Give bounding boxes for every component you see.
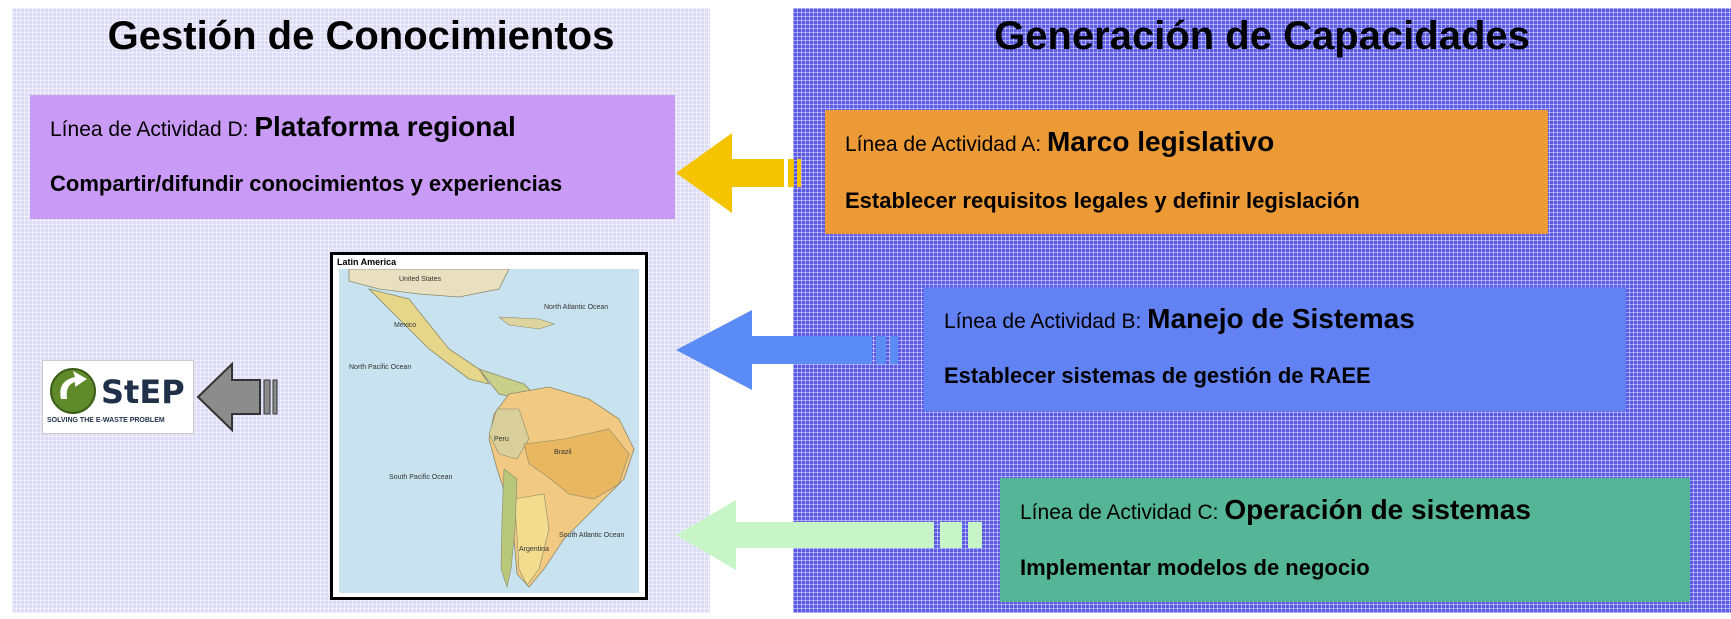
capacity-building-title: Generación de Capacidades <box>994 14 1530 58</box>
map-graphic: United States Mexico North Atlantic Ocea… <box>339 269 639 593</box>
map-label-brazil: Brazil <box>554 449 572 456</box>
activity-line-d-name: Plataforma regional <box>254 111 516 142</box>
activity-line-b-description: Establecer sistemas de gestión de RAEE <box>944 363 1371 388</box>
map-label-mexico: Mexico <box>394 322 416 329</box>
activity-line-d-prefix: Línea de Actividad D: <box>50 118 255 141</box>
map-label-north-pacific: North Pacific Ocean <box>349 364 411 371</box>
map-label-peru: Peru <box>494 436 509 443</box>
activity-line-d-box: Línea de Actividad D: Plataforma regiona… <box>30 95 675 219</box>
step-logo-tagline: SOLVING THE E-WASTE PROBLEM <box>47 417 165 424</box>
map-label-united-states: United States <box>399 276 442 283</box>
step-logo: StEP SOLVING THE E-WASTE PROBLEM <box>42 360 194 434</box>
yellow-arrow-icon <box>676 133 801 213</box>
activity-line-b-heading: Línea de Actividad B: Manejo de Sistemas <box>944 303 1415 335</box>
activity-line-a-prefix: Línea de Actividad A: <box>845 133 1047 156</box>
activity-line-a-description: Establecer requisitos legales y definir … <box>845 188 1360 213</box>
activity-line-c-name: Operación de sistemas <box>1224 494 1531 525</box>
activity-line-c-box: Línea de Actividad C: Operación de siste… <box>1000 478 1690 602</box>
activity-line-c-heading: Línea de Actividad C: Operación de siste… <box>1020 494 1531 526</box>
map-title: Latin America <box>337 257 397 267</box>
activity-line-b-prefix: Línea de Actividad B: <box>944 310 1148 333</box>
blue-arrow-icon <box>676 310 898 390</box>
recycle-arrow-icon <box>50 368 96 414</box>
activity-line-a-heading: Línea de Actividad A: Marco legislativo <box>845 126 1274 158</box>
activity-line-d-description: Compartir/difundir conocimientos y exper… <box>50 171 563 196</box>
step-logo-text: StEP <box>101 373 185 411</box>
activity-line-b-name: Manejo de Sistemas <box>1147 303 1415 334</box>
gray-arrow-icon <box>196 361 278 433</box>
activity-line-d-heading: Línea de Actividad D: Plataforma regiona… <box>50 111 516 143</box>
map-label-argentina: Argentina <box>519 546 549 553</box>
knowledge-management-title: Gestión de Conocimientos <box>107 14 615 58</box>
activity-line-c-prefix: Línea de Actividad C: <box>1020 501 1225 524</box>
map-label-north-atlantic: North Atlantic Ocean <box>544 304 608 311</box>
activity-line-a-name: Marco legislativo <box>1046 126 1275 157</box>
activity-line-a-box: Línea de Actividad A: Marco legislativo … <box>825 110 1548 234</box>
green-arrow-icon <box>676 500 982 570</box>
latin-america-map: Latin America United States Mexico North… <box>330 252 648 600</box>
activity-line-b-box: Línea de Actividad B: Manejo de Sistemas… <box>924 287 1626 411</box>
activity-line-c-description: Implementar modelos de negocio <box>1020 555 1370 580</box>
map-label-south-atlantic: South Atlantic Ocean <box>559 532 624 539</box>
map-label-south-pacific: South Pacific Ocean <box>389 474 453 481</box>
